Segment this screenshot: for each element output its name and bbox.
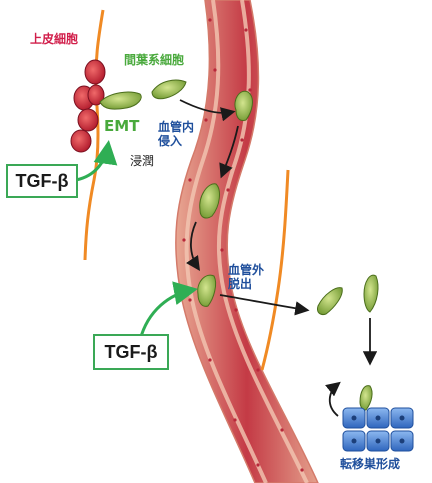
mesenchymal-cell [99, 91, 142, 110]
label-mesenchymal-cells: 間葉系細胞 [124, 53, 185, 67]
label-extravasation-line2: 脱出 [228, 277, 253, 291]
mesenchymal-cells [99, 79, 379, 411]
mesenchymal-cell [359, 385, 373, 411]
metastatic-colony [342, 407, 414, 452]
basement-membrane-right [260, 169, 290, 371]
epithelial-cell [70, 129, 92, 153]
mesenchymal-cell [317, 287, 343, 315]
mesenchymal-cell [234, 90, 253, 121]
epithelial-cell [84, 59, 106, 85]
mesenchymal-cell [199, 183, 220, 219]
arrow-down-2 [186, 221, 200, 271]
label-intravasation-line2: 侵入 [158, 134, 183, 148]
label-emt: EMT [104, 117, 140, 135]
epithelial-cell [77, 108, 99, 132]
label-extravasation-line1: 血管外 [228, 263, 265, 277]
arrow-to-vessel [179, 99, 236, 122]
arrow-extravasation [219, 294, 310, 316]
tgf-arrow-extravasation [138, 281, 198, 341]
label-invasion: 浸潤 [130, 154, 155, 168]
basement-membrane-left [83, 9, 105, 261]
mesenchymal-cell [197, 274, 217, 307]
epithelial-cell [87, 84, 105, 106]
label-metastasis: 転移巣形成 [340, 457, 401, 471]
label-intravasation-line1: 血管内 [158, 120, 195, 134]
tgf-arrow-emt [75, 140, 118, 182]
mesenchymal-cell [151, 79, 187, 100]
blood-vessel [175, 0, 319, 483]
arrow-down-1 [219, 125, 239, 179]
arrow-colonization [325, 381, 341, 417]
label-epithelial-cells: 上皮細胞 [30, 32, 79, 46]
tgf-beta-box-bottom: TGF-β [93, 334, 169, 370]
tgf-beta-box-top: TGF-β [6, 164, 78, 198]
epithelial-cell-cluster [70, 59, 106, 153]
mesenchymal-cell [363, 274, 379, 313]
